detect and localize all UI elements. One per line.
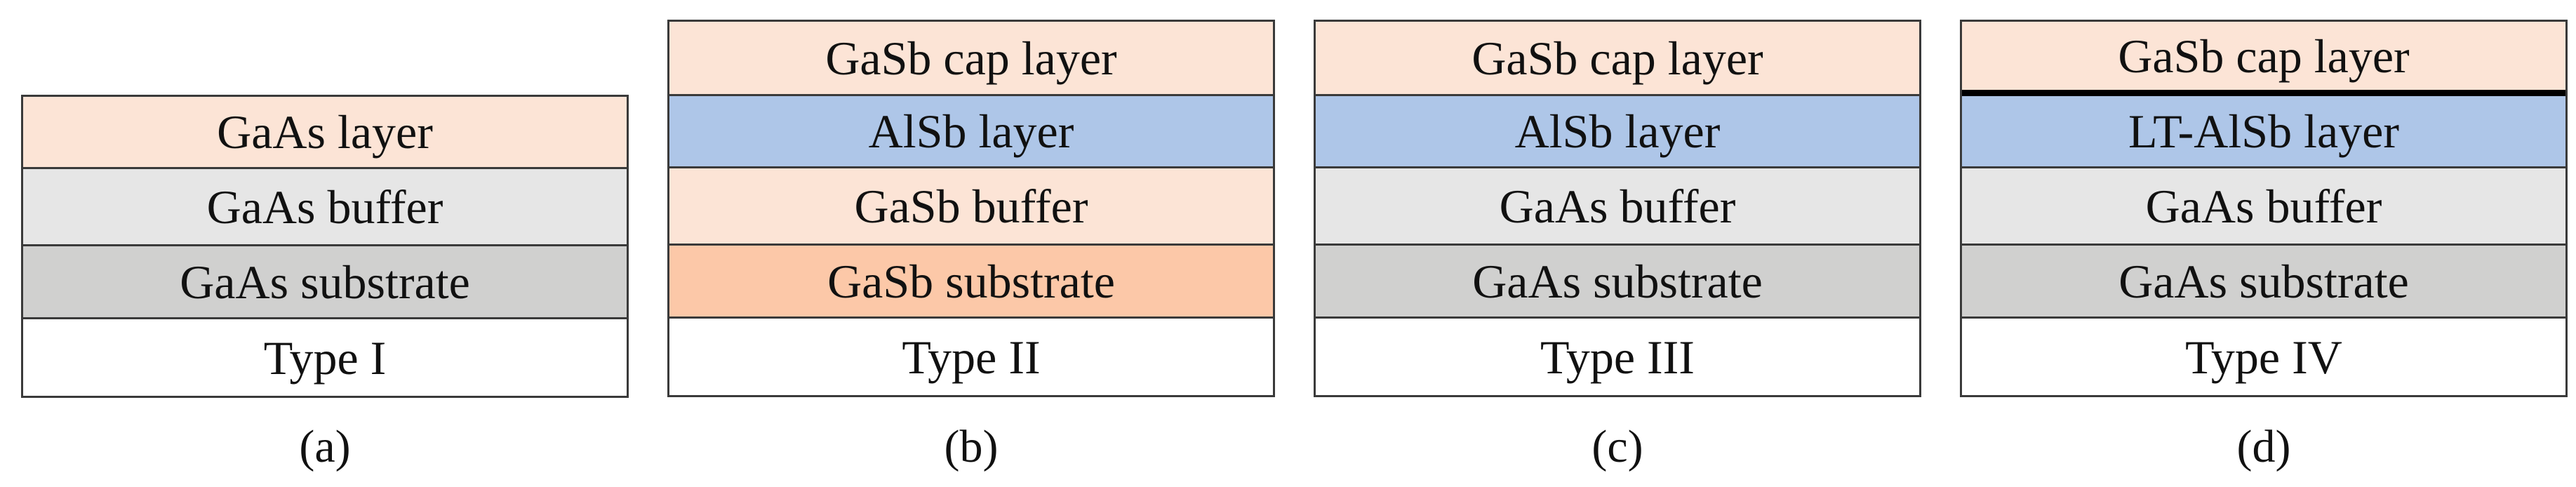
- stack-type-iv: GaSb cap layer LT-AlSb layer GaAs buffer…: [1960, 20, 2568, 397]
- layer-gasb-substrate: GaSb substrate: [669, 246, 1273, 319]
- layer-gaas-buffer: GaAs buffer: [1316, 168, 1919, 246]
- type-label: Type III: [1316, 319, 1919, 395]
- layer-gaas-buffer: GaAs buffer: [23, 169, 627, 246]
- stack-type-i: GaAs layer GaAs buffer GaAs substrate Ty…: [21, 95, 629, 398]
- layer-gaas-buffer: GaAs buffer: [1962, 168, 2565, 246]
- layer-gaas-substrate: GaAs substrate: [1316, 246, 1919, 319]
- caption-c: (c): [1591, 421, 1643, 472]
- stack-type-iii: GaSb cap layer AlSb layer GaAs buffer Ga…: [1314, 20, 1921, 397]
- caption-a: (a): [299, 421, 351, 472]
- caption-d: (d): [2236, 421, 2291, 472]
- layer-gasb-cap: GaSb cap layer: [669, 22, 1273, 96]
- layer-gasb-buffer: GaSb buffer: [669, 168, 1273, 246]
- layer-alsb: AlSb layer: [1316, 96, 1919, 168]
- layer-alsb: AlSb layer: [669, 96, 1273, 168]
- layer-gasb-cap: GaSb cap layer: [1316, 22, 1919, 96]
- caption-b: (b): [944, 421, 999, 472]
- layer-lt-alsb: LT-AlSb layer: [1962, 96, 2565, 168]
- type-label: Type II: [669, 319, 1273, 395]
- layer-gaas: GaAs layer: [23, 97, 627, 169]
- type-label: Type I: [23, 319, 627, 396]
- layer-gasb-cap: GaSb cap layer: [1962, 22, 2565, 96]
- layer-gaas-substrate: GaAs substrate: [1962, 246, 2565, 319]
- layer-gaas-substrate: GaAs substrate: [23, 246, 627, 319]
- stack-type-ii: GaSb cap layer AlSb layer GaSb buffer Ga…: [667, 20, 1275, 397]
- type-label: Type IV: [1962, 319, 2565, 395]
